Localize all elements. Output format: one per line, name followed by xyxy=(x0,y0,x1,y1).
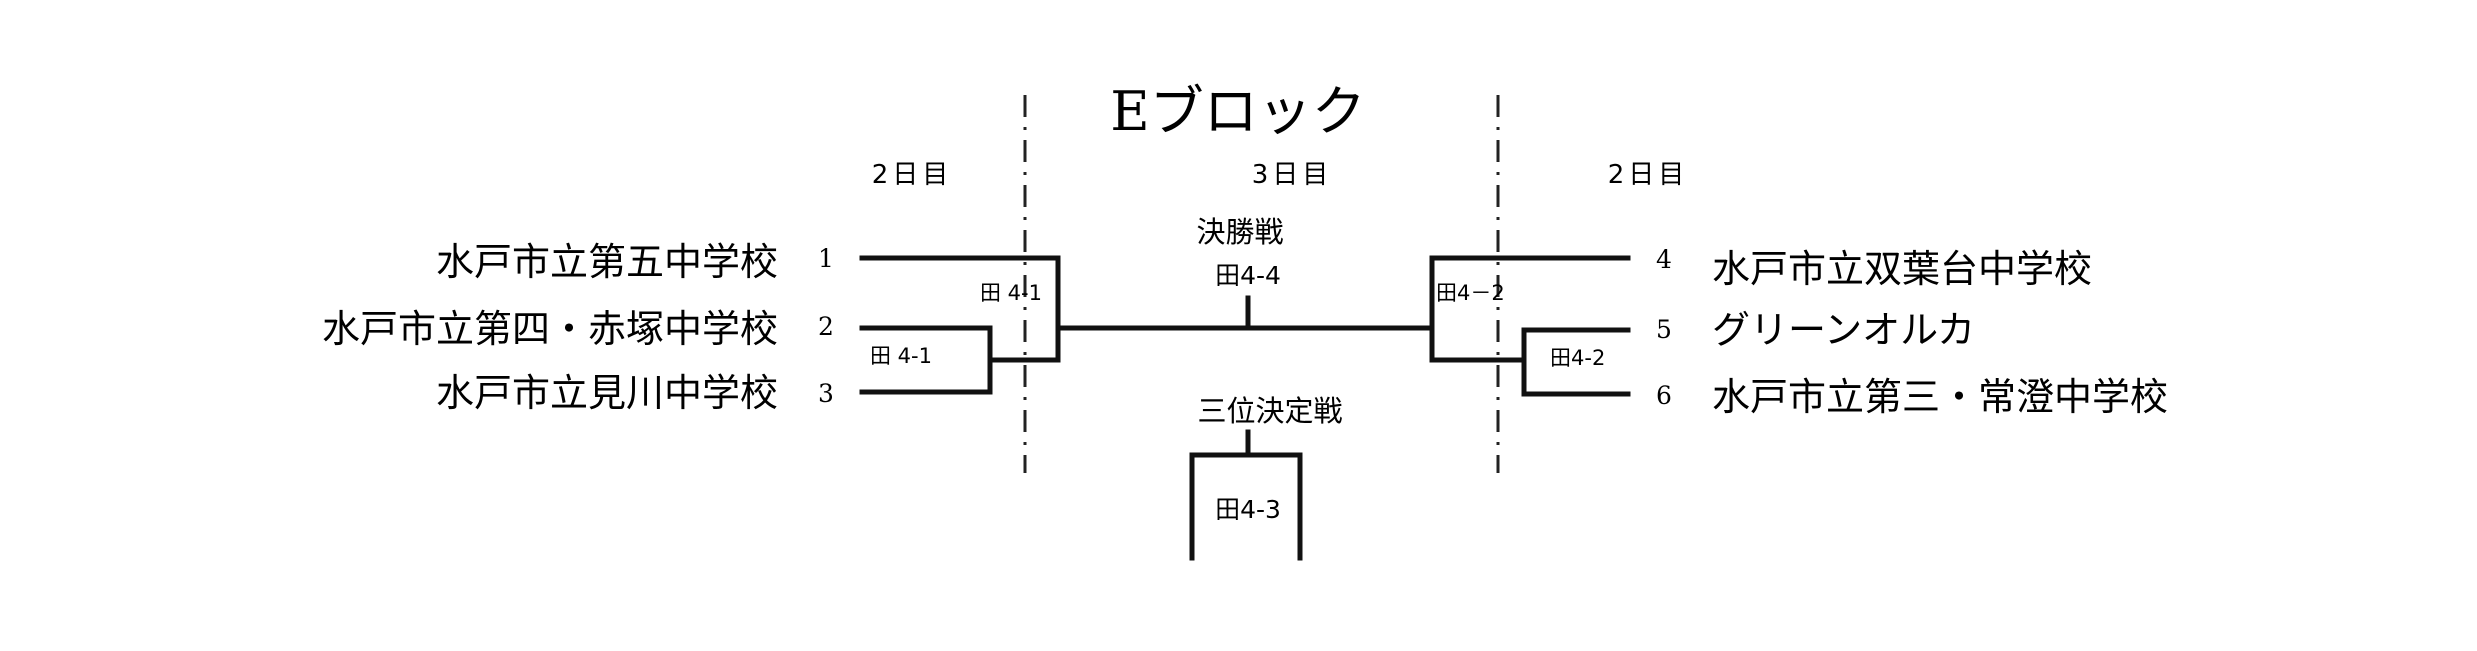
third-place-venue: 田4-3 xyxy=(1215,495,1281,524)
right-semi-venue: 田4－2 xyxy=(1436,281,1505,305)
block-title: Eブロック xyxy=(1110,80,1365,143)
left-semi-bracket xyxy=(859,255,1061,363)
right-team-5-name: グリーンオルカ xyxy=(1712,308,1975,352)
right-team-6-seed: 6 xyxy=(1656,381,1672,410)
final-venue: 田4-4 xyxy=(1215,261,1281,290)
final-label: 決勝戦 xyxy=(1196,215,1283,249)
left-team-1-seed: 1 xyxy=(818,244,834,273)
right-team-5-seed: 5 xyxy=(1656,315,1672,344)
day-label-center: 3日目 xyxy=(1252,160,1333,190)
left-first-round-venue: 田 4-1 xyxy=(870,344,932,368)
left-team-1-name: 水戸市立第五中学校 xyxy=(436,240,778,284)
right-first-round-venue: 田4-2 xyxy=(1550,346,1605,370)
left-team-2-name: 水戸市立第四・赤塚中学校 xyxy=(322,307,778,351)
left-semi-venue: 田 4-1 xyxy=(980,281,1042,305)
third-place-label: 三位決定戦 xyxy=(1197,394,1342,428)
day-label-right: 2日目 xyxy=(1608,160,1689,190)
right-team-6-name: 水戸市立第三・常澄中学校 xyxy=(1712,375,2168,419)
right-team-4-seed: 4 xyxy=(1656,245,1672,274)
left-team-3-seed: 3 xyxy=(818,379,834,408)
right-semi-bracket xyxy=(1429,255,1631,363)
day-label-left: 2日目 xyxy=(872,160,953,190)
left-team-3-name: 水戸市立見川中学校 xyxy=(436,371,778,415)
left-team-2-seed: 2 xyxy=(818,312,834,341)
right-first-round-bracket xyxy=(1521,327,1631,397)
right-team-4-name: 水戸市立双葉台中学校 xyxy=(1712,247,2092,291)
